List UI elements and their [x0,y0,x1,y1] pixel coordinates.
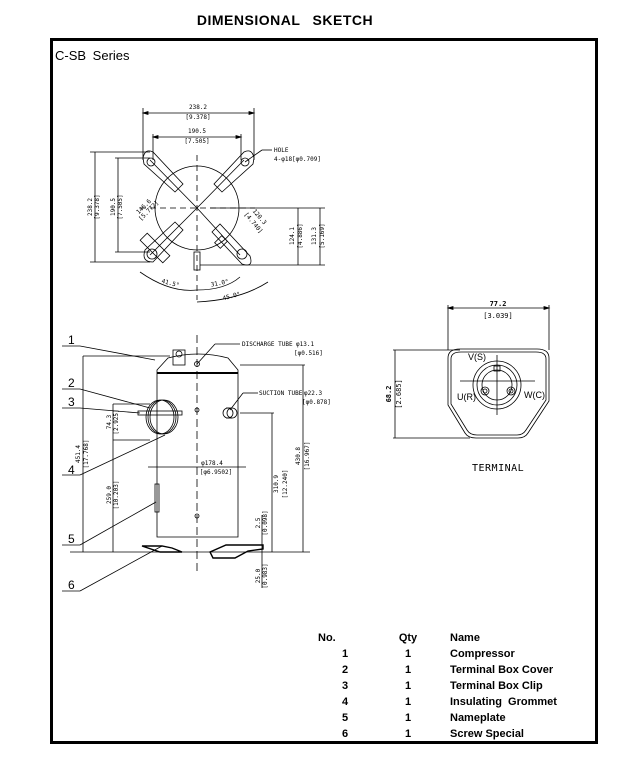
terminal-width: 77.2 [490,300,507,308]
parts-table: No. Qty Name 1 1 Compressor 2 1 Terminal… [312,630,557,742]
header-qty: Qty [398,632,418,644]
dim-mount-height: 190.5 [110,198,117,216]
dim-overall-width-in: [9.378] [185,114,210,121]
top-view [90,108,325,303]
mount-ear-bottom-left [139,221,184,264]
dim-terminal-height: 74.3 [106,414,113,429]
hole-label: HOLE [274,147,289,154]
dim-discharge-height-in: [16.967] [304,442,311,471]
suction-tube-dia: φ22.3 [304,390,322,397]
dim-overall-height: 238.2 [87,198,94,216]
header-name: Name [450,632,480,644]
suction-tube-dia-in: [φ0.878] [302,399,331,406]
mount-ear-top-right [213,150,255,193]
table-row: 2 1 Terminal Box Cover [312,662,557,678]
page-title: DIMENSIONAL SKETCH [196,12,374,28]
row-qty: 1 [404,712,412,724]
row-no: 2 [341,664,349,676]
dim-center-side: 131.3 [311,227,318,245]
discharge-tube-dia-in: [φ0.516] [294,350,323,357]
table-row: 6 1 Screw Special [312,726,557,742]
dim-foot-gap: 2.5 [255,517,262,528]
table-row: 4 1 Insulating Grommet [312,694,557,710]
row-no: 5 [341,712,349,724]
dim-nameplate-height-in: [10.203] [113,481,120,510]
dim-terminal-height-in: [2.925] [113,409,120,434]
dim-center-edge: 124.1 [289,227,296,245]
dim-mount-width-in: [7.505] [184,138,209,145]
terminal-caption: TERMINAL [472,463,525,474]
pin-v-s: V(S) [468,352,486,362]
shell-dia: φ178.4 [201,460,223,467]
terminal-height: 68.2 [385,386,393,403]
dim-suction-height: 310.9 [273,475,280,493]
table-row: 5 1 Nameplate [312,710,557,726]
parts-table-header: No. Qty Name [312,630,557,646]
angle-mid: 31.0° [210,279,229,289]
dim-total-height-in: [17.768] [83,440,90,469]
terminal-width-in: [3.039] [483,312,513,320]
dim-foot-height-in: [0.983] [262,563,269,588]
suction-tube-label: SUCTION TUBE [259,390,303,397]
dim-nameplate-height: 259.0 [106,486,113,504]
callout-3: 3 [68,395,75,409]
row-no: 4 [341,696,349,708]
terminal-box-cover [137,399,183,435]
callout-5: 5 [68,532,75,546]
callout-6: 6 [68,578,75,592]
row-qty: 1 [404,696,412,708]
dim-foot-height: 25.0 [255,568,262,583]
discharge-tube-dia: φ13.1 [296,341,314,348]
dim-foot-gap-in: [0.098] [262,510,269,535]
row-name: Nameplate [450,712,506,724]
pin-u-r: U(R) [457,392,476,402]
callout-1: 1 [68,333,75,347]
mount-ear-top-left [142,150,184,193]
dim-overall-height-in: [9.378] [94,194,101,219]
callout-4: 4 [68,463,75,477]
dim-discharge-height: 430.8 [295,447,302,465]
dim-mount-width: 190.5 [188,128,206,135]
row-name: Terminal Box Clip [450,680,543,692]
terminal-height-in: [2.685] [395,379,403,409]
dim-overall-width: 238.2 [189,104,207,111]
row-name: Terminal Box Cover [450,664,554,676]
row-no: 6 [341,728,349,740]
row-no: 1 [341,648,349,660]
dim-mount-height-in: [7.505] [117,194,124,219]
terminal-view [393,305,551,439]
discharge-tube-label: DISCHARGE TUBE [242,341,293,348]
row-qty: 1 [404,664,412,676]
row-name: Compressor [450,648,515,660]
shell-dia-in: [φ6.9502] [200,469,233,476]
dim-total-height: 451.4 [75,445,82,463]
row-name: Screw Special [450,728,524,740]
row-name: Insulating Grommet [450,696,557,708]
row-qty: 1 [404,728,412,740]
drawing-frame [50,38,598,744]
callout-2: 2 [68,376,75,390]
dim-center-edge-in: [4.886] [297,223,304,248]
angle-left: 41.5° [161,278,180,289]
series-label: C-SB Series [55,48,130,63]
row-qty: 1 [404,680,412,692]
side-view [62,335,310,592]
dim-center-side-in: [5.169] [319,223,326,248]
angle-right: 45.0° [222,291,241,302]
header-no: No. [318,632,336,644]
table-row: 3 1 Terminal Box Clip [312,678,557,694]
row-no: 3 [341,680,349,692]
pin-w-c: W(C) [524,390,545,400]
dim-suction-height-in: [12.240] [282,470,289,499]
row-qty: 1 [404,648,412,660]
table-row: 1 1 Compressor [312,646,557,662]
hole-spec: 4-φ18[φ0.709] [274,156,321,163]
